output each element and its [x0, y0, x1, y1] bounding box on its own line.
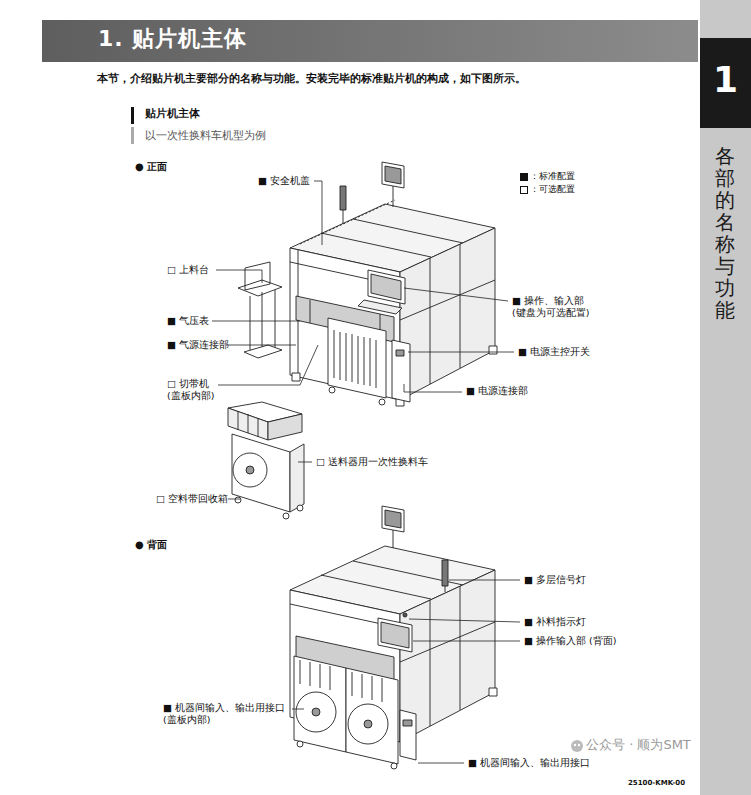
page-title: 1. 贴片机主体 [98, 26, 247, 52]
vertical-chapter-title: 各部的名称与功能 [715, 145, 735, 321]
callout-label: ■ 气压表 [167, 315, 209, 327]
view-heading: ● 背面 [135, 538, 167, 551]
callout-label: ■ 电源主控开关 [518, 346, 590, 358]
legend-entry: ：可选配置 [520, 184, 575, 196]
watermark-icon [571, 740, 583, 752]
chapter-number: 1 [700, 38, 751, 101]
section-subheading: 以一次性换料车机型为例 [145, 129, 266, 143]
header-band [42, 20, 698, 62]
callout-label: ■ 操作、输入部 (键盘为可选配置) [512, 295, 600, 320]
side-band: 1 各部的名称与功能 [700, 0, 751, 795]
document-code: 25100-KMK-00 [628, 779, 685, 788]
callout-label: ■ 多层信号灯 [524, 574, 586, 586]
callout-label: ■ 安全机盖 [258, 175, 310, 187]
legend-text: ：标准配置 [530, 171, 575, 183]
callout-label: ■ 操作输入部 (背面) [524, 635, 616, 647]
front-machine [228, 162, 497, 519]
callout-label: □ 空料带回收箱 [156, 493, 228, 505]
callout-label: □ 上料台 [167, 264, 209, 276]
callout-label: ■ 机器间输入、输出用接口 [468, 757, 590, 769]
legend-text: ：可选配置 [530, 184, 575, 196]
callout-label: ■ 机器间输入、输出用接口 (盖板内部) [163, 702, 293, 727]
intro-text: 本节，介绍贴片机主要部分的名称与功能。安装完毕的标准贴片机的构成，如下图所示。 [97, 72, 526, 86]
view-heading: ● 正面 [135, 160, 167, 173]
back-machine [290, 506, 497, 769]
chapter-tab: 1 [700, 38, 751, 128]
watermark: 公众号 · 顺为SMT [586, 737, 691, 754]
callout-label: ■ 电源连接部 [466, 385, 528, 397]
leader-lines [212, 181, 520, 763]
callout-label: ■ 气源连接部 [167, 339, 229, 351]
callout-label: ■ 补料指示灯 [524, 616, 586, 628]
legend-entry: ：标准配置 [520, 171, 575, 183]
section-bar [131, 107, 134, 124]
section-heading: 贴片机主体 [145, 107, 200, 121]
callout-label: □ 送料器用一次性换料车 [316, 456, 428, 468]
callout-label: □ 切带机 (盖板内部) [167, 378, 223, 403]
section-bar [131, 127, 134, 144]
legend-swatch [520, 186, 529, 195]
legend-swatch [520, 173, 529, 182]
